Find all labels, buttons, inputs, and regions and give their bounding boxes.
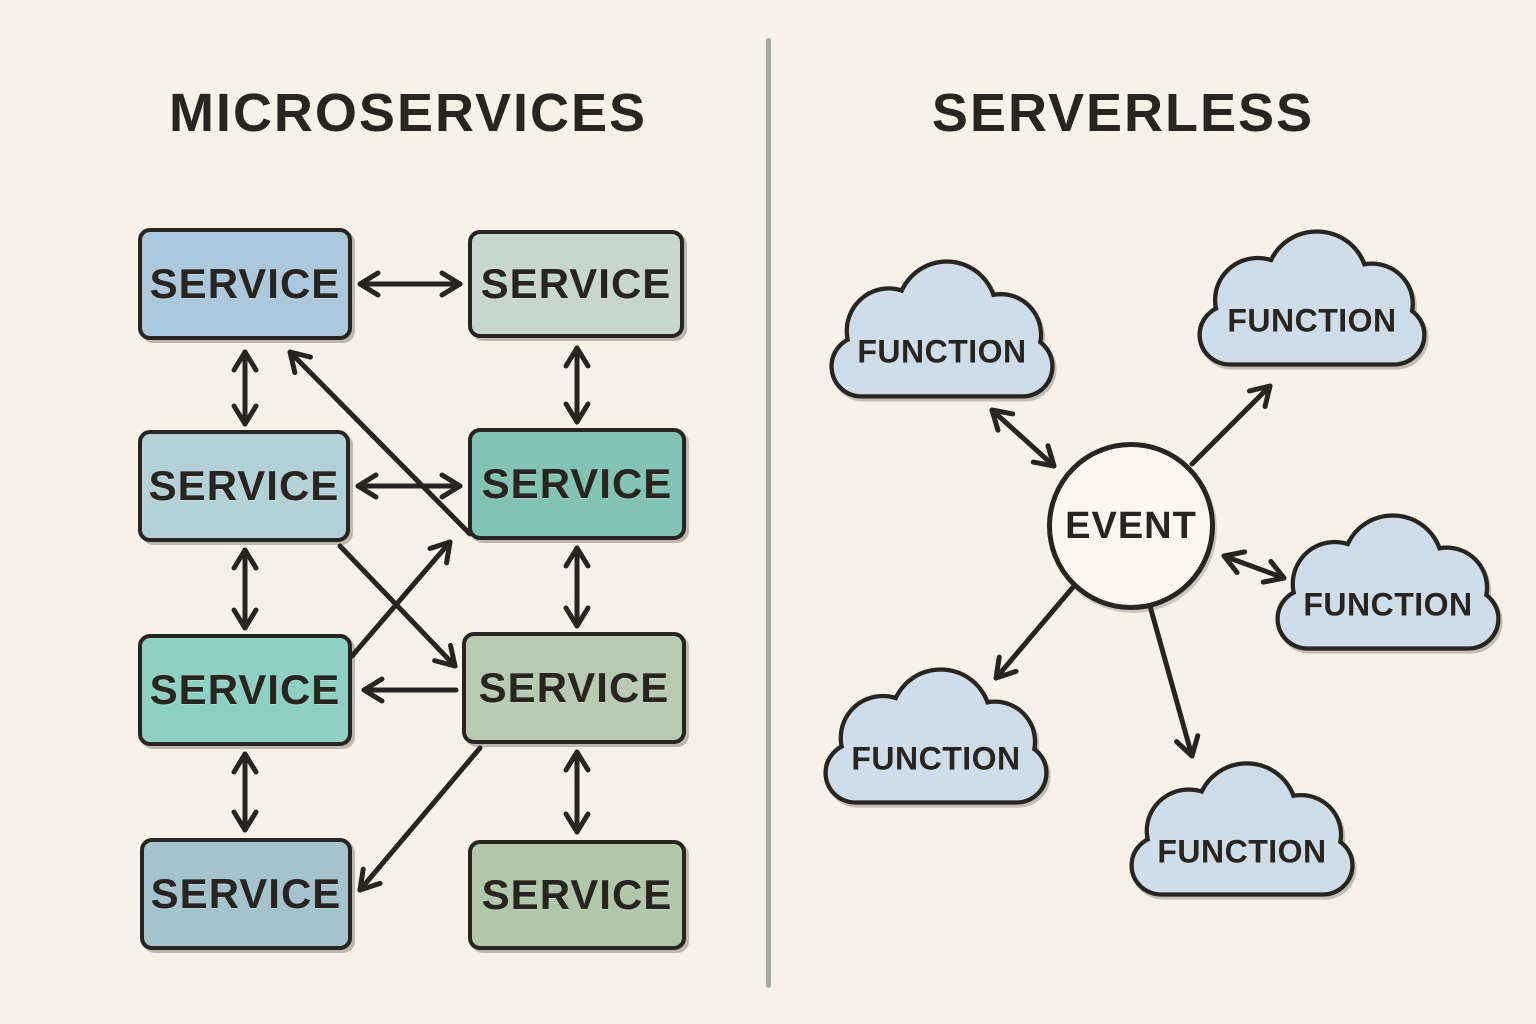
service-node-2: SERVICE: [468, 230, 684, 338]
arrow-event-function-top-right: [1189, 383, 1273, 467]
service-node-3: SERVICE: [138, 430, 350, 542]
arrow-diagonal-r3r-to-r4l: [357, 745, 483, 893]
service-label: SERVICE: [150, 870, 342, 917]
function-cloud-top-right: FUNCTION: [1196, 226, 1428, 368]
service-label: SERVICE: [481, 871, 673, 918]
service-label: SERVICE: [149, 666, 341, 713]
cloud-icon: [829, 259, 1055, 399]
function-cloud-right: FUNCTION: [1274, 510, 1502, 652]
function-cloud-top-left: FUNCTION: [828, 256, 1056, 400]
service-node-4: SERVICE: [468, 428, 686, 540]
function-label: FUNCTION: [857, 333, 1027, 370]
function-label: FUNCTION: [1227, 302, 1397, 339]
arrow-event-function-bottom-left: [993, 583, 1077, 681]
function-label: FUNCTION: [851, 740, 1021, 777]
arrow-diagonal-r3l-to-teal: [349, 539, 453, 659]
cloud-icon: [1275, 513, 1501, 651]
cloud-icon: [1197, 229, 1427, 367]
arrow-diagonal-teal-to-top-left: [287, 349, 473, 537]
function-label: FUNCTION: [1303, 586, 1473, 623]
service-node-6: SERVICE: [462, 632, 686, 744]
event-node: EVENT: [1047, 442, 1215, 610]
service-node-5: SERVICE: [138, 634, 352, 746]
service-label: SERVICE: [480, 260, 672, 307]
microservices-title: MICROSERVICES: [168, 83, 648, 143]
service-label: SERVICE: [478, 664, 670, 711]
service-node-7: SERVICE: [140, 838, 352, 950]
serverless-title: SERVERLESS: [931, 83, 1315, 143]
panel-divider: [766, 38, 771, 988]
event-label: EVENT: [1065, 504, 1197, 547]
function-cloud-bottom-right: FUNCTION: [1128, 758, 1356, 898]
function-label: FUNCTION: [1157, 833, 1327, 870]
arrow-event-function-top-left: [989, 407, 1057, 469]
service-node-1: SERVICE: [138, 228, 352, 340]
service-label: SERVICE: [149, 260, 341, 307]
cloud-icon: [1129, 761, 1355, 897]
arrow-event-function-right: [1221, 549, 1287, 585]
service-label: SERVICE: [148, 462, 340, 509]
service-label: SERVICE: [481, 460, 673, 507]
arrow-event-function-bottom-right: [1147, 603, 1201, 759]
function-cloud-bottom-left: FUNCTION: [822, 664, 1050, 806]
cloud-icon: [823, 667, 1049, 805]
service-node-8: SERVICE: [468, 840, 686, 950]
